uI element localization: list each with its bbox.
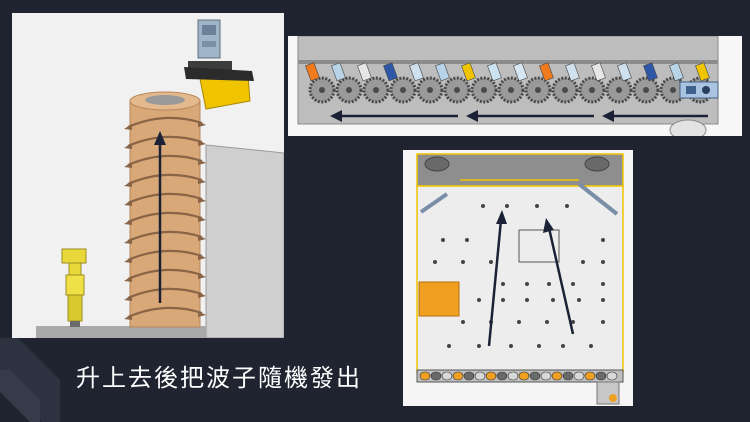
peg [461,260,465,264]
conveyor-markers [305,62,710,82]
peg [545,320,549,324]
peg [589,344,593,348]
conveyor-marker [669,62,684,82]
peg [601,298,605,302]
peg [501,298,505,302]
peg [577,298,581,302]
conveyor-marker [487,62,502,82]
peg [601,282,605,286]
peg [433,260,437,264]
peg [477,344,481,348]
peg-grid [433,204,605,348]
peg [501,282,505,286]
dispersion-board-image [403,150,633,406]
peg [601,238,605,242]
peg [481,204,485,208]
peg [525,282,529,286]
peg [547,282,551,286]
peg [571,282,575,286]
conveyor-marker [357,62,372,82]
peg [561,344,565,348]
peg [581,260,585,264]
conveyor-marker [695,62,710,82]
conveyor-marker [435,62,450,82]
bottom-marble-row [419,371,618,381]
peg [441,238,445,242]
peg [565,204,569,208]
conveyor-marker [617,62,632,82]
spiral-lift-image [12,13,284,338]
peg [489,260,493,264]
peg [447,344,451,348]
conveyor-marker [591,62,606,82]
peg [537,344,541,348]
peg [465,238,469,242]
peg [517,320,521,324]
conveyor-marker [383,62,398,82]
peg [535,204,539,208]
conveyor-marker [409,62,424,82]
decorative-stripes [0,338,60,422]
peg [601,320,605,324]
peg [525,298,529,302]
conveyor-marker [565,62,580,82]
peg [461,320,465,324]
conveyor-marker [305,62,320,82]
peg [505,204,509,208]
peg [477,298,481,302]
conveyor-marker [461,62,476,82]
conveyor-image [288,36,742,136]
helix-blades [124,116,206,320]
conveyor-marker [539,62,554,82]
conveyor-marker [643,62,658,82]
peg [601,260,605,264]
slide-caption: 升上去後把波子隨機發出 [76,364,362,392]
conveyor-marker [513,62,528,82]
peg [509,344,513,348]
peg [551,298,555,302]
conveyor-marker [331,62,346,82]
peg [571,320,575,324]
conveyor-gears [308,76,714,104]
